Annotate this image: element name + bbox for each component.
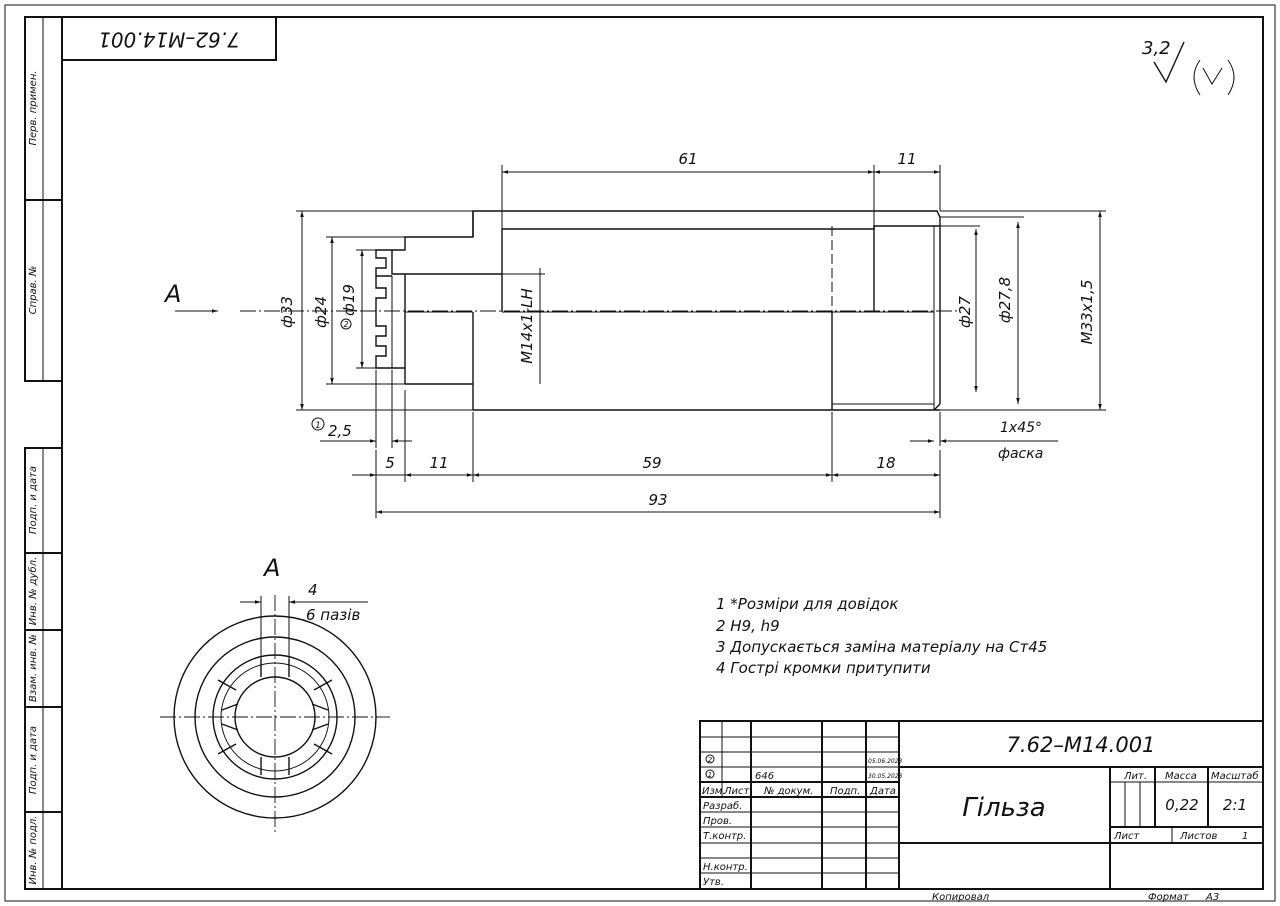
dim-61: 61 xyxy=(678,150,697,168)
view-label: A xyxy=(262,554,280,582)
technical-notes: 1 *Розміри для довідок 2 Н9, h9 3 Допуск… xyxy=(716,595,1047,677)
dim-18: 18 xyxy=(876,454,895,472)
role-checked: Пров. xyxy=(703,816,732,827)
copied-label: Копировал xyxy=(932,892,990,903)
dim-thread-inner: М14х1-LН xyxy=(518,288,536,364)
interchange-inv-label: Взам. инв. № xyxy=(28,634,39,702)
dim-d19: ф19 xyxy=(340,284,358,316)
rev-date-1: 05.06.2023 xyxy=(868,758,903,765)
role-tech: Т.контр. xyxy=(703,831,746,842)
section-label: A xyxy=(163,280,181,308)
inv-original-label: Инв. № подл. xyxy=(28,816,39,885)
dim-d19-marker xyxy=(340,318,352,330)
format-value: А3 xyxy=(1205,892,1219,903)
role-norm: Н.контр. xyxy=(703,862,748,873)
sheets-total: 1 xyxy=(1242,831,1248,842)
dim-chamfer: 1х45° xyxy=(1000,420,1042,436)
dim-2-5: 2,5 xyxy=(328,422,352,440)
format-label: Формат xyxy=(1148,892,1190,903)
role-approved: Утв. xyxy=(703,877,724,888)
dim-d27: ф27 xyxy=(956,296,974,328)
rev-mark-2-circle xyxy=(705,769,715,779)
col-doc: № докум. xyxy=(763,786,813,797)
dim-5: 5 xyxy=(385,454,395,472)
sheets-label: Листов xyxy=(1179,831,1217,842)
left-side-strip: Перв. примен. Справ. № Подп. и дата Инв.… xyxy=(24,16,63,890)
roughness-value: 3,2 xyxy=(1142,38,1171,59)
col-sheet: Лист xyxy=(723,786,751,797)
dim-59: 59 xyxy=(642,454,661,472)
part-name: Гільза xyxy=(962,793,1045,823)
dim-2-5-marker xyxy=(311,417,325,431)
dim-d27-8: ф27,8 xyxy=(996,277,1014,323)
inner-drawing-frame xyxy=(61,16,1264,890)
note-3: 3 Допускається заміна матеріалу на Ст45 xyxy=(716,638,1047,656)
sign-date-label-2: Подп. и дата xyxy=(28,726,39,794)
dim-11-top: 11 xyxy=(897,150,916,168)
dim-thread-outer: М33х1,5 xyxy=(1078,280,1096,345)
col-change: Изм. xyxy=(702,786,726,797)
section-arrow: A xyxy=(163,280,218,313)
rev-doc: 646 xyxy=(755,771,774,782)
rev-mark-2: 1 xyxy=(708,771,712,779)
rotated-designation-box: 7.62–M14.001 xyxy=(61,16,277,61)
sign-date-label-1: Подп. и дата xyxy=(28,466,39,534)
mass-value: 0,22 xyxy=(1165,796,1198,814)
first-use-label: Перв. примен. xyxy=(28,70,39,145)
designation: 7.62–M14.001 xyxy=(1007,733,1156,757)
inv-dupl-label: Инв. № дубл. xyxy=(27,557,39,625)
note-1: 1 *Розміри для довідок xyxy=(716,595,898,613)
dimension-lines: 61 11 ф33 ф24 2 ф19 М14х1-LН ф27 ф27,8 М… xyxy=(278,150,1106,518)
title-block: 2 1 646 05.06.2023 30.05.2023 Изм. Лист … xyxy=(699,720,1264,890)
hdr-scale: Масштаб xyxy=(1211,770,1259,782)
note-2: 2 Н9, h9 xyxy=(716,617,780,635)
dim-slots: 6 пазів xyxy=(306,606,360,624)
dim-93: 93 xyxy=(648,491,667,509)
dim-d24: ф24 xyxy=(312,296,330,328)
hdr-mass: Масса xyxy=(1165,771,1197,782)
dim-d19-mark: 2 xyxy=(343,320,348,329)
rev-mark-1: 2 xyxy=(708,756,713,764)
dim-2-5-mark: 1 xyxy=(315,421,321,431)
dim-slot-width: 4 xyxy=(308,581,318,599)
rev-mark-1-circle xyxy=(705,754,715,764)
reference-number-label: Справ. № xyxy=(28,266,39,315)
col-date: Дата xyxy=(869,786,896,797)
dim-11-bottom: 11 xyxy=(429,454,448,472)
col-sign: Подп. xyxy=(830,786,860,797)
roughness-symbol: 3,2 xyxy=(1142,38,1235,96)
rev-date-2: 30.05.2023 xyxy=(868,773,903,780)
sheet-label: Лист xyxy=(1113,831,1141,842)
rotated-designation: 7.62–M14.001 xyxy=(98,28,240,52)
outer-sheet-border xyxy=(4,4,1276,902)
hdr-lit: Лит. xyxy=(1123,771,1147,782)
role-developed: Разраб. xyxy=(703,800,742,812)
dim-chamfer-word: фаска xyxy=(998,446,1043,462)
note-4: 4 Гострі кромки притупити xyxy=(716,659,931,677)
dim-d33: ф33 xyxy=(278,296,296,328)
part-section-view xyxy=(240,210,960,411)
end-view: A 4 6 пазів xyxy=(160,554,390,835)
scale-value: 2:1 xyxy=(1223,796,1247,814)
